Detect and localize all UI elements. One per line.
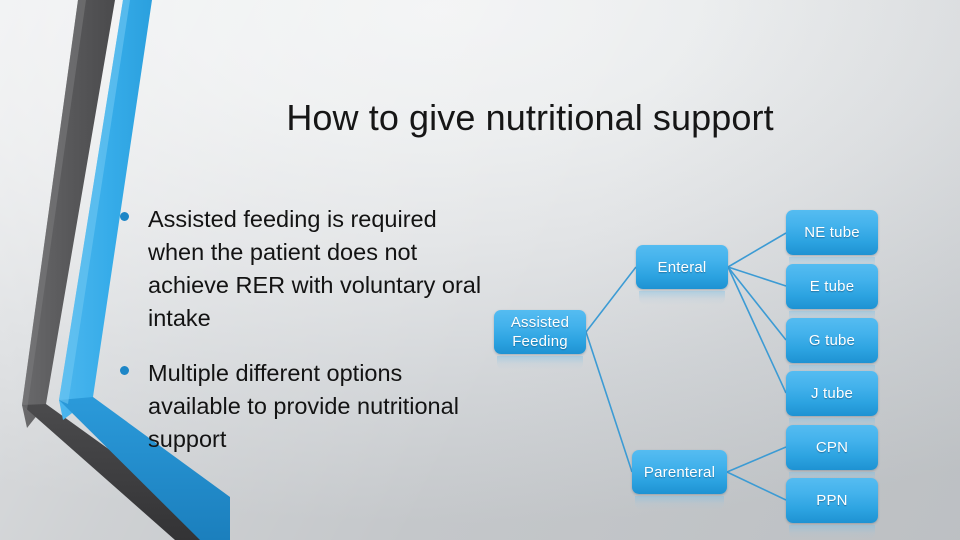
list-item: Multiple different options available to … xyxy=(118,357,490,456)
chevron-blue-band xyxy=(59,0,230,540)
diagram-node-ppn[interactable]: PPN xyxy=(786,478,878,539)
node-label-line1: E tube xyxy=(809,278,855,295)
diagram-node-enteral[interactable]: Enteral xyxy=(636,245,728,305)
diagram-node-cpn[interactable]: CPN xyxy=(786,425,878,486)
diagram-node-e-tube[interactable]: E tube xyxy=(786,264,878,325)
nutrition-support-diagram: Assisted Feeding Enteral Parenteral NE t… xyxy=(480,190,900,540)
edge-assisted-enteral xyxy=(585,266,637,333)
bullet-dot-icon xyxy=(120,366,129,375)
edge-parenteral-ppn xyxy=(726,471,787,501)
edge-parenteral-cpn xyxy=(726,446,787,473)
node-label-line1: G tube xyxy=(808,332,856,349)
node-label-line1: J tube xyxy=(810,385,854,402)
edge-enteral-e-tube xyxy=(727,266,787,287)
list-item: Assisted feeding is required when the pa… xyxy=(118,203,490,335)
diagram-connectors xyxy=(585,232,787,501)
chevron-decoration xyxy=(0,0,235,540)
edge-assisted-parenteral xyxy=(585,331,633,473)
page-title: How to give nutritional support xyxy=(286,97,774,138)
node-label-line1: CPN xyxy=(815,439,849,456)
bullet-list: Assisted feeding is required when the pa… xyxy=(118,203,490,456)
edge-enteral-j-tube xyxy=(727,266,787,394)
edge-enteral-g-tube xyxy=(727,266,787,341)
node-label-line1: NE tube xyxy=(804,224,860,241)
node-label-line1: Parenteral xyxy=(643,463,716,481)
node-label-line2: Feeding xyxy=(512,333,568,350)
node-label-line1: Enteral xyxy=(657,258,707,276)
edge-enteral-ne-tube xyxy=(727,232,787,268)
diagram-node-g-tube[interactable]: G tube xyxy=(786,318,878,379)
bullet-dot-icon xyxy=(120,212,129,221)
diagram-node-ne-tube[interactable]: NE tube xyxy=(786,210,878,271)
diagram-node-parenteral[interactable]: Parenteral xyxy=(632,450,727,510)
diagram-node-assisted-feeding[interactable]: Assisted Feeding xyxy=(494,310,586,370)
node-label-line1: Assisted xyxy=(510,314,570,331)
bullet-text: Multiple different options available to … xyxy=(148,360,459,452)
diagram-node-j-tube[interactable]: J tube xyxy=(786,371,878,432)
node-label-line1: PPN xyxy=(816,492,848,509)
bullet-text: Assisted feeding is required when the pa… xyxy=(148,206,482,331)
